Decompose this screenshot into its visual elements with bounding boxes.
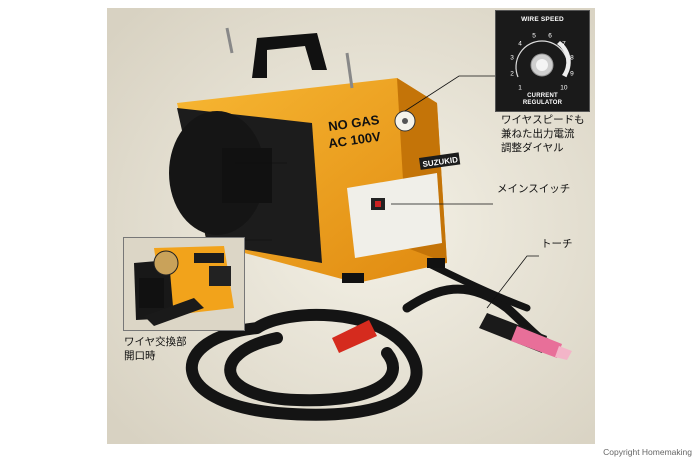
callout-inset-line1: ワイヤ交換部: [124, 336, 187, 348]
callout-dial-line3: 調整ダイヤル: [501, 142, 564, 154]
callout-torch: トーチ: [541, 238, 573, 250]
callout-main-switch: メインスイッチ: [497, 183, 571, 195]
dial-scale-label: 7: [562, 41, 566, 48]
dial-title: WIRE SPEED: [521, 16, 564, 23]
dial-scale-label: 9: [570, 71, 574, 78]
machine-label-line1: NO GAS: [327, 112, 380, 134]
callout-dial-line1: ワイヤスピードも: [501, 114, 585, 126]
welder-body: NO GAS AC 100V SUZUKID: [169, 27, 461, 283]
dial-caption-line2: REGULATOR: [522, 100, 563, 106]
torch: [332, 313, 572, 360]
dial-scale-label: 6: [548, 33, 552, 40]
callout-lines: [235, 75, 539, 309]
dial-scale-label: 3: [510, 55, 514, 62]
callout-dial-line2: 兼ねた出力電流: [501, 128, 575, 140]
callout-inset-line2: 開口時: [124, 350, 156, 362]
dial-scale-label: 8: [570, 55, 574, 62]
dial-caption-line1: CURRENT: [527, 93, 558, 99]
dial-scale-label: 10: [560, 84, 568, 91]
dial-scale-label: 4: [518, 41, 522, 48]
dial-scale-label: 1: [518, 84, 522, 91]
dial-scale-label: 2: [510, 71, 514, 78]
copyright-notice: Copyright Homemaking: [603, 447, 692, 457]
machine-label-line2: AC 100V: [327, 129, 382, 151]
dial-scale-label: 5: [532, 33, 536, 40]
inset-photo: [123, 237, 245, 331]
